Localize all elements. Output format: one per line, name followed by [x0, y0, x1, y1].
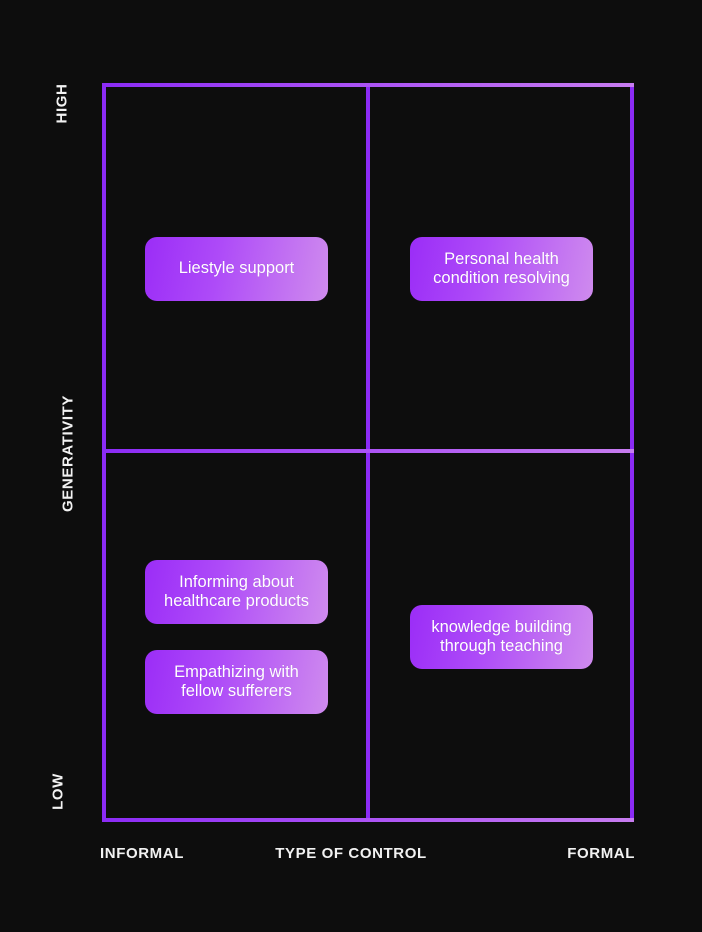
y-axis-high-label: HIGH: [53, 83, 71, 124]
quadrant-grid: Liestyle support Personal health conditi…: [102, 83, 634, 822]
y-axis-low-label: LOW: [49, 773, 67, 810]
chip-line-1: knowledge building: [431, 617, 572, 636]
chip-line-1: Empathizing with: [174, 662, 299, 681]
y-axis-title: GENERATIVITY: [59, 395, 77, 512]
chip-empathizing-with-fellow-sufferers[interactable]: Empathizing with fellow sufferers: [145, 650, 328, 714]
chip-line-2: through teaching: [440, 637, 563, 655]
chip-line-1: Informing about: [179, 572, 294, 591]
grid-border-bottom: [102, 818, 634, 822]
chip-lifestyle-support[interactable]: Liestyle support: [145, 237, 328, 301]
grid-divider-horizontal: [102, 449, 634, 453]
chip-personal-health-condition-resolving[interactable]: Personal health condition resolving: [410, 237, 593, 301]
chip-line-1: Liestyle support: [178, 259, 295, 278]
chip-line-2: healthcare products: [164, 592, 309, 610]
chip-line-2: condition resolving: [433, 269, 570, 287]
chip-line-2: fellow sufferers: [181, 682, 292, 700]
chip-knowledge-building-through-teaching[interactable]: knowledge building through teaching: [410, 605, 593, 669]
grid-border-top: [102, 83, 634, 87]
chip-line-1: Personal health: [444, 249, 559, 268]
x-axis-formal-label: FORMAL: [567, 845, 635, 862]
x-axis-informal-label: INFORMAL: [100, 845, 184, 862]
x-axis-title: TYPE OF CONTROL: [275, 845, 427, 862]
chip-informing-about-healthcare-products[interactable]: Informing about healthcare products: [145, 560, 328, 624]
